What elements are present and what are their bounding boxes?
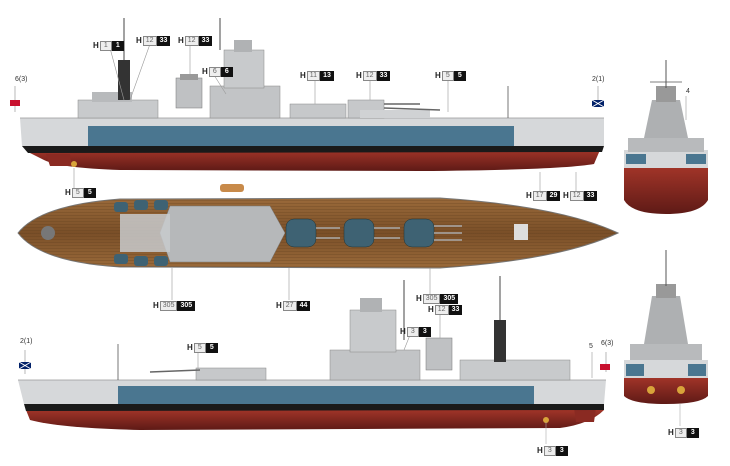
starboard-profile-view (10, 18, 605, 171)
flag-label: 6(3) (601, 340, 614, 347)
marker-label: 5 (589, 343, 593, 350)
marker-label: 4 (686, 88, 690, 95)
leader-lines (73, 43, 687, 378)
flag-label: 6(3) (15, 76, 28, 83)
bow-view (624, 60, 708, 214)
stern-view (624, 250, 708, 426)
flag-label: 2(1) (20, 338, 33, 345)
deck-plan-view (17, 184, 620, 269)
flag-label: 2(1) (592, 76, 605, 83)
port-profile-view (18, 276, 610, 444)
